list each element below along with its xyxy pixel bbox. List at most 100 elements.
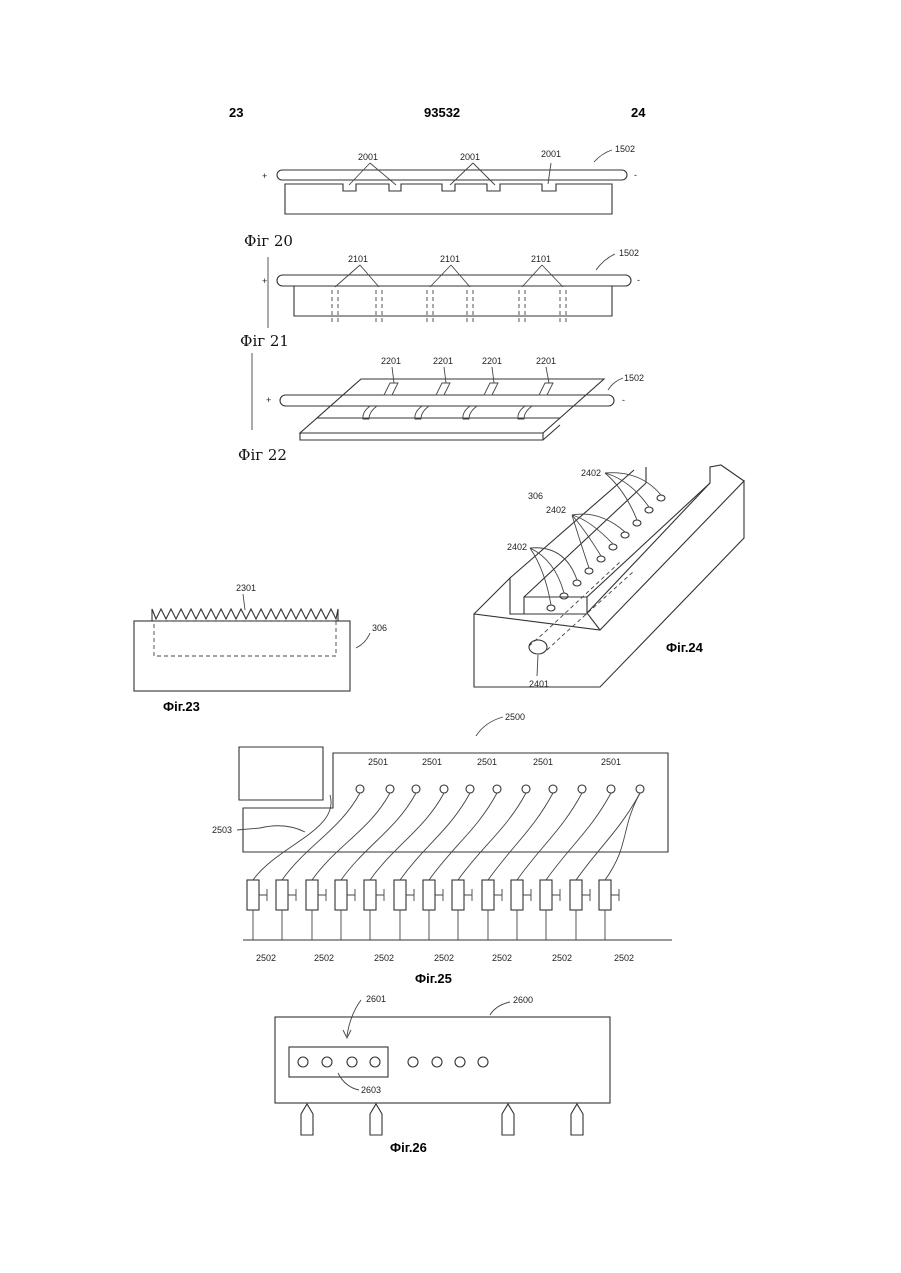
fig25-element-tab — [494, 889, 502, 901]
fig25-element-tab — [376, 889, 384, 901]
fig25-element-tab — [347, 889, 355, 901]
fig21-caption: Фіг 21 — [240, 332, 289, 350]
fig25-element-tab — [611, 889, 619, 901]
fig24-label-2402-b: 2402 — [546, 505, 566, 515]
fig25-label-2501-c: 2501 — [477, 757, 497, 767]
fig23-label-306: 306 — [372, 623, 387, 633]
fig25-wire — [429, 793, 497, 880]
fig25-element — [394, 880, 406, 910]
fig20-label-2001-c: 2001 — [541, 149, 561, 159]
fig24-label-306: 306 — [528, 491, 543, 501]
fig21-base — [294, 286, 612, 316]
fig23-teeth — [152, 609, 338, 621]
fig22-label-2201-b: 2201 — [433, 356, 453, 366]
figure-23: 2301 306 Фіг.23 — [134, 583, 387, 714]
fig25-element-tab — [406, 889, 414, 901]
figure-22: 2201 2201 2201 2201 1502 + - Фіг 22 — [238, 353, 644, 464]
fig26-indicator — [322, 1057, 332, 1067]
figure-25 — [239, 747, 672, 940]
fig25-label-2501-d: 2501 — [533, 757, 553, 767]
fig20-tube — [277, 170, 627, 180]
fig25-element — [276, 880, 288, 910]
fig22-label-2201-c: 2201 — [482, 356, 502, 366]
fig25-element-tab — [435, 889, 443, 901]
fig22-tube — [280, 395, 614, 406]
fig24-label-2402-a: 2402 — [581, 468, 601, 478]
fig21-label-2101-b: 2101 — [440, 254, 460, 264]
fig26-indicator — [298, 1057, 308, 1067]
fig25-control-box — [239, 747, 323, 800]
fig25-element — [335, 880, 347, 910]
fig25-element — [423, 880, 435, 910]
fig25-outlet — [607, 785, 615, 793]
fig20-label-2001-a: 2001 — [358, 152, 378, 162]
fig25-label-2502-g: 2502 — [614, 953, 634, 963]
figure-24: 2402 2402 2402 306 2401 Фіг.24 — [474, 465, 744, 689]
fig25-outlet — [466, 785, 474, 793]
fig25-wire — [546, 793, 611, 880]
fig25-outlet — [549, 785, 557, 793]
fig25-outlet — [636, 785, 644, 793]
fig20-label-1502: 1502 — [615, 144, 635, 154]
fig20-label-2001-b: 2001 — [460, 152, 480, 162]
fig26-indicator — [370, 1057, 380, 1067]
fig25-label-2502-e: 2502 — [492, 953, 512, 963]
fig21-label-1502: 1502 — [619, 248, 639, 258]
fig22-minus: - — [622, 395, 625, 405]
fig20-minus: - — [634, 170, 637, 180]
fig26-connector — [370, 1104, 382, 1135]
fig25-outlet — [522, 785, 530, 793]
fig25-wire — [576, 793, 640, 880]
fig25-element-tab — [552, 889, 560, 901]
fig25-label-2502-c: 2502 — [374, 953, 394, 963]
fig25-label-2500: 2500 — [505, 712, 525, 722]
fig25-wire — [282, 793, 360, 880]
fig24-body — [474, 481, 744, 687]
fig25-outlet — [386, 785, 394, 793]
fig26-label-2603: 2603 — [361, 1085, 381, 1095]
fig20-plus: + — [262, 171, 267, 181]
fig25-label-2503: 2503 — [212, 825, 232, 835]
fig26-indicator — [408, 1057, 418, 1067]
fig25-element-tab — [523, 889, 531, 901]
fig25-caption: Фіг.25 — [415, 971, 452, 986]
fig22-label-2201-a: 2201 — [381, 356, 401, 366]
fig25-element — [306, 880, 318, 910]
fig23-label-2301: 2301 — [236, 583, 256, 593]
fig25-wire — [517, 793, 582, 880]
fig21-plus: + — [262, 276, 267, 286]
fig25-outlet — [440, 785, 448, 793]
fig21-label-2101-c: 2101 — [531, 254, 551, 264]
fig26-indicator — [455, 1057, 465, 1067]
figure-20: 2001 2001 2001 1502 + - Фіг 20 — [244, 144, 637, 250]
fig26-label-2601: 2601 — [366, 994, 386, 1004]
fig25-wire — [488, 793, 553, 880]
fig25-label-2501-a: 2501 — [368, 757, 388, 767]
fig26-indicator — [432, 1057, 442, 1067]
fig21-minus: - — [637, 275, 640, 285]
fig21-tube — [277, 275, 631, 286]
fig25-label-2502-a: 2502 — [256, 953, 276, 963]
fig25-element — [540, 880, 552, 910]
fig25-outlet — [493, 785, 501, 793]
fig25-element — [511, 880, 523, 910]
fig24-hole-2401 — [529, 640, 547, 654]
fig24-label-2401: 2401 — [529, 679, 549, 689]
fig25-label-2502-f: 2502 — [552, 953, 572, 963]
fig25-label-2501-e: 2501 — [601, 757, 621, 767]
fig25-element-tab — [288, 889, 296, 901]
fig22-plate-top — [317, 379, 604, 418]
fig22-plate-side — [300, 418, 560, 440]
fig25-housing — [243, 753, 668, 852]
fig25-element-tab — [259, 889, 267, 901]
fig25-element — [452, 880, 464, 910]
figure-21: 2101 2101 2101 1502 + - Фіг 21 — [240, 248, 640, 350]
fig22-plus: + — [266, 395, 271, 405]
fig25-element — [247, 880, 259, 910]
fig24-caption: Фіг.24 — [666, 640, 704, 655]
fig25-element-tab — [582, 889, 590, 901]
fig26-panel — [275, 1017, 610, 1103]
fig23-caption: Фіг.23 — [163, 699, 200, 714]
fig25-element — [570, 880, 582, 910]
